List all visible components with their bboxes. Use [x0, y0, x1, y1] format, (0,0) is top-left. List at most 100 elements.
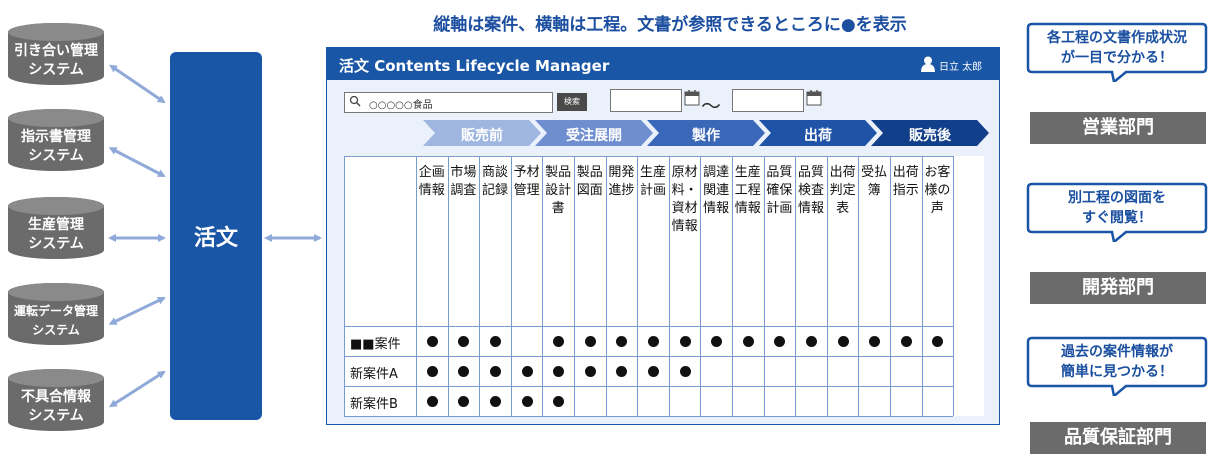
phase-production[interactable]: 製作 [647, 120, 765, 146]
column-header: 品質確保計画 [766, 165, 793, 216]
document-dot[interactable] [679, 366, 691, 377]
column-header: 開発進捗 [608, 165, 635, 198]
system-defect-db: 不具合情報 システム [6, 368, 106, 432]
document-dot[interactable] [426, 336, 438, 347]
grid-line [344, 156, 954, 157]
document-dot[interactable] [742, 336, 754, 347]
grid-line [344, 386, 954, 387]
department-sales: 営業部門 [1030, 112, 1206, 144]
bubble-development: 別工程の図面を すぐ閲覧！ [1026, 182, 1208, 242]
document-dot[interactable] [648, 336, 659, 347]
document-dot[interactable] [616, 336, 628, 347]
date-from-input[interactable] [610, 89, 682, 112]
column-header: 企画情報 [418, 165, 445, 198]
document-dot[interactable] [490, 396, 501, 407]
search-value: ○○○○○食品 [369, 100, 433, 111]
column-header: 受払簿 [861, 165, 888, 198]
grid-line [763, 156, 765, 416]
document-dot[interactable] [490, 366, 501, 377]
document-dot[interactable] [616, 366, 628, 377]
document-dot[interactable] [584, 366, 596, 377]
grid-line [637, 156, 639, 416]
column-header: 市場調査 [450, 165, 477, 198]
system-instruction-db: 指示書管理 システム [6, 108, 106, 172]
bubble-quality: 過去の案件情報が 簡単に見つかる！ [1026, 336, 1208, 396]
phase-aftersale[interactable]: 販売後 [871, 120, 989, 146]
document-dot[interactable] [774, 336, 786, 347]
column-header: 品質検査情報 [797, 165, 824, 216]
app-title: 活文 Contents Lifecycle Manager [339, 57, 610, 75]
document-dot[interactable] [521, 366, 533, 377]
grid-line [795, 156, 797, 416]
system-inquiry-db: 引き合い管理 システム [6, 22, 106, 86]
column-header: 調達関連情報 [703, 165, 730, 216]
department-development: 開発部門 [1030, 272, 1206, 304]
app-window: 活文 Contents Lifecycle Manager 日立 太郎 ○○○○… [326, 47, 1000, 425]
document-dot[interactable] [458, 366, 470, 377]
database-icon [8, 197, 104, 259]
document-dot[interactable] [648, 366, 659, 377]
system-label: 指示書管理 システム [21, 129, 91, 164]
document-dot[interactable] [426, 366, 438, 377]
date-to-input[interactable] [732, 89, 804, 112]
title-bar: 活文 Contents Lifecycle Manager 日立 太郎 [327, 48, 999, 80]
arrow-system-5 [108, 370, 166, 408]
arrow-system-2 [108, 147, 166, 178]
document-dot[interactable] [837, 336, 849, 347]
calendar-icon[interactable] [806, 89, 822, 106]
row-header[interactable]: 新案件A [350, 367, 398, 382]
document-dot[interactable] [490, 336, 501, 347]
grid-line [574, 156, 575, 416]
document-dot[interactable] [458, 396, 470, 407]
system-label: 運転データ管理 システム [13, 304, 98, 337]
grid-line [344, 156, 345, 416]
document-dot[interactable] [932, 336, 944, 347]
document-dot[interactable] [806, 336, 817, 347]
document-dot[interactable] [900, 336, 912, 347]
system-label: 引き合い管理 システム [14, 43, 98, 78]
calendar-icon[interactable] [684, 89, 700, 106]
search-input[interactable]: ○○○○○食品 [344, 92, 553, 113]
system-operation-db: 運転データ管理 システム [6, 282, 106, 346]
row-header[interactable]: 新案件B [350, 397, 398, 412]
grid-line [732, 156, 733, 416]
database-icon [8, 109, 104, 171]
column-header: 生産計画 [639, 165, 666, 198]
document-dot[interactable] [458, 336, 470, 347]
grid-line [953, 156, 955, 416]
column-header: 製品図面 [576, 165, 603, 198]
document-dot[interactable] [869, 336, 881, 347]
system-label: 生産管理 システム [28, 217, 84, 252]
document-dot[interactable] [711, 336, 723, 347]
document-dot[interactable] [553, 366, 565, 377]
katsubun-hub: 活文 [170, 52, 262, 420]
arrow-system-1 [109, 64, 166, 104]
grid-line [700, 156, 702, 416]
phase-shipping[interactable]: 出荷 [759, 120, 877, 146]
grid-line [890, 156, 891, 416]
document-dot[interactable] [679, 336, 691, 347]
search-button[interactable]: 検索 [557, 93, 587, 111]
document-dot[interactable] [521, 396, 533, 407]
phase-presale[interactable]: 販売前 [423, 120, 541, 146]
document-dot[interactable] [584, 336, 596, 347]
column-header: 製品設計書 [545, 165, 572, 216]
grid-line [416, 156, 417, 416]
system-label: 不具合情報 システム [21, 389, 91, 424]
bubble-sales: 各工程の文書作成状況 が一目で分かる！ [1026, 22, 1208, 82]
column-header: 出荷判定表 [829, 165, 856, 216]
column-header: お客様の声 [924, 165, 951, 216]
document-dot[interactable] [553, 396, 565, 407]
grid-line [668, 156, 670, 416]
document-dot[interactable] [426, 396, 438, 407]
phase-order[interactable]: 受注展開 [535, 120, 653, 146]
diagram-caption: 縦軸は案件、横軸は工程。文書が参照できるところに●を表示 [433, 15, 907, 35]
document-dot[interactable] [553, 336, 565, 347]
column-header: 生産工程情報 [734, 165, 761, 216]
row-header[interactable]: ■■案件 [350, 337, 401, 352]
date-separator: 〜 [701, 94, 721, 118]
search-icon [349, 95, 361, 107]
user-name[interactable]: 日立 太郎 [939, 62, 983, 73]
grid-line [344, 326, 954, 327]
database-icon [8, 283, 104, 345]
